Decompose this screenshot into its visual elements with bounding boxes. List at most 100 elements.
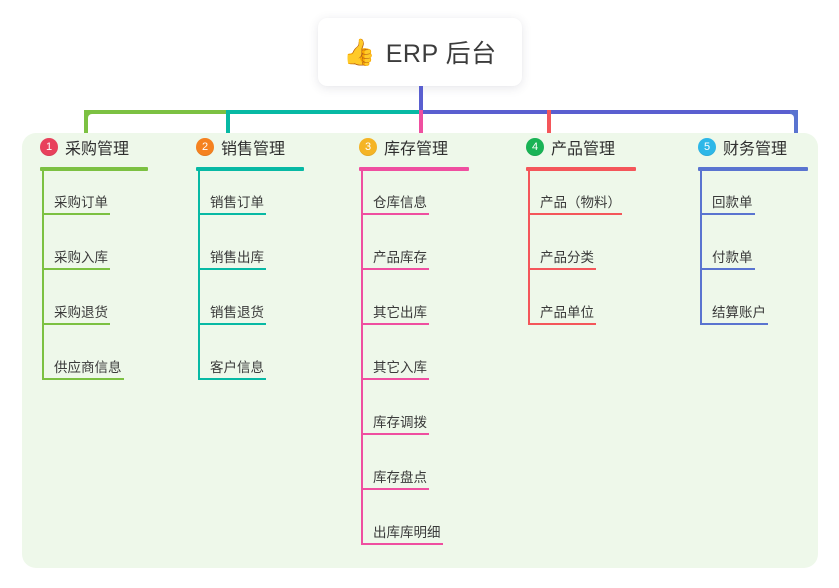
branch-item[interactable]: 销售出库	[178, 226, 304, 281]
branch-item-list: 销售订单销售出库销售退货客户信息	[178, 171, 304, 391]
branch-item[interactable]: 库存盘点	[341, 446, 469, 501]
branch-item-rule	[361, 268, 429, 270]
branch-item[interactable]: 产品库存	[341, 226, 469, 281]
branch-number-badge: 1	[40, 138, 58, 156]
branch-item-label: 采购订单	[54, 195, 108, 210]
branch-item[interactable]: 产品（物料）	[508, 171, 636, 226]
branch-header-rule	[526, 167, 636, 171]
branch-column-4: 4 产品管理产品（物料） 产品分类产品单位	[508, 133, 636, 336]
branch-item[interactable]: 结算账户	[680, 281, 808, 336]
branch-item[interactable]: 付款单	[680, 226, 808, 281]
branch-spine	[361, 171, 363, 545]
branch-item-rule	[700, 323, 768, 325]
branch-header-2[interactable]: 2 销售管理	[178, 133, 304, 161]
branch-item[interactable]: 出库库明细	[341, 501, 469, 556]
branch-item-rule	[528, 268, 596, 270]
branch-item-rule	[528, 323, 596, 325]
branch-header-rule	[196, 167, 304, 171]
branch-item[interactable]: 供应商信息	[22, 336, 148, 391]
connector-bus-blue	[419, 110, 798, 114]
branch-item-label: 库存调拨	[373, 415, 427, 430]
branch-item-label: 其它出库	[373, 305, 427, 320]
branch-item-rule	[198, 268, 266, 270]
branch-spine	[528, 171, 530, 325]
branch-item-label: 销售退货	[210, 305, 264, 320]
root-node-title: ERP 后台	[385, 40, 497, 68]
branch-item[interactable]: 其它入库	[341, 336, 469, 391]
branch-item[interactable]: 采购退货	[22, 281, 148, 336]
branch-item-rule	[361, 323, 429, 325]
branch-header-4[interactable]: 4 产品管理	[508, 133, 636, 161]
branch-item[interactable]: 客户信息	[178, 336, 304, 391]
branch-item-rule	[361, 378, 429, 380]
branch-header-rule	[40, 167, 148, 171]
branch-number-badge: 2	[196, 138, 214, 156]
branch-item[interactable]: 仓库信息	[341, 171, 469, 226]
branch-number-badge: 3	[359, 138, 377, 156]
branch-item-rule	[361, 543, 443, 545]
branch-item-label: 采购退货	[54, 305, 108, 320]
branch-item-rule	[700, 268, 755, 270]
connector-bus-teal	[226, 110, 421, 114]
branch-item-list: 回款单付款单结算账户	[680, 171, 808, 336]
branch-item-rule	[42, 323, 110, 325]
branch-item[interactable]: 销售订单	[178, 171, 304, 226]
branch-item-list: 采购订单采购入库采购退货供应商信息	[22, 171, 148, 391]
connector-drop-2	[226, 110, 230, 148]
branch-item-rule	[361, 213, 429, 215]
branch-item-rule	[361, 488, 429, 490]
branch-header-rule	[359, 167, 469, 171]
branch-title: 产品管理	[551, 141, 616, 158]
branch-item-rule	[700, 213, 755, 215]
branch-item-rule	[361, 433, 429, 435]
branch-header-3[interactable]: 3 库存管理	[341, 133, 469, 161]
branch-item[interactable]: 产品单位	[508, 281, 636, 336]
branch-item[interactable]: 其它出库	[341, 281, 469, 336]
branch-item[interactable]: 产品分类	[508, 226, 636, 281]
thumbs-up-icon: 👍	[343, 37, 376, 67]
branch-title: 销售管理	[221, 141, 286, 158]
branch-item-rule	[528, 213, 622, 215]
branch-spine	[700, 171, 702, 325]
root-node[interactable]: 👍 ERP 后台	[318, 18, 522, 86]
branch-item[interactable]: 采购入库	[22, 226, 148, 281]
branch-title: 库存管理	[384, 141, 449, 158]
branch-header-rule	[698, 167, 808, 171]
branch-item-label: 销售出库	[210, 250, 264, 265]
branch-item-label: 其它入库	[373, 360, 427, 375]
branch-item[interactable]: 库存调拨	[341, 391, 469, 446]
branch-item-label: 付款单	[712, 250, 753, 265]
branch-item-rule	[42, 378, 124, 380]
branch-spine	[42, 171, 44, 380]
branch-item-label: 出库库明细	[373, 525, 441, 540]
branch-item-label: 采购入库	[54, 250, 108, 265]
connector-drop-1	[84, 110, 88, 148]
branch-item-label: 回款单	[712, 195, 753, 210]
branch-item-rule	[198, 213, 266, 215]
branch-number-badge: 4	[526, 138, 544, 156]
branch-item-label: 客户信息	[210, 360, 264, 375]
branch-item[interactable]: 销售退货	[178, 281, 304, 336]
branch-item-label: 产品单位	[540, 305, 594, 320]
branch-item-list: 仓库信息产品库存其它出库其它入库库存调拨库存盘点出库库明细	[341, 171, 469, 556]
branch-title: 财务管理	[723, 141, 788, 158]
branch-item-label: 库存盘点	[373, 470, 427, 485]
branch-column-3: 3 库存管理仓库信息产品库存其它出库其它入库库存调拨库存盘点出库库明细	[341, 133, 469, 556]
connector-drop-3	[419, 110, 423, 138]
branch-item-label: 供应商信息	[54, 360, 122, 375]
branch-column-2: 2 销售管理销售订单销售出库销售退货客户信息	[178, 133, 304, 391]
connector-bus-green	[84, 110, 228, 114]
branch-item-label: 结算账户	[712, 305, 766, 320]
branch-item[interactable]: 采购订单	[22, 171, 148, 226]
branch-item[interactable]: 回款单	[680, 171, 808, 226]
branch-item-rule	[198, 323, 266, 325]
connector-drop-4	[547, 110, 551, 138]
branch-item-label: 仓库信息	[373, 195, 427, 210]
branch-item-rule	[198, 378, 266, 380]
branch-item-label: 产品分类	[540, 250, 594, 265]
